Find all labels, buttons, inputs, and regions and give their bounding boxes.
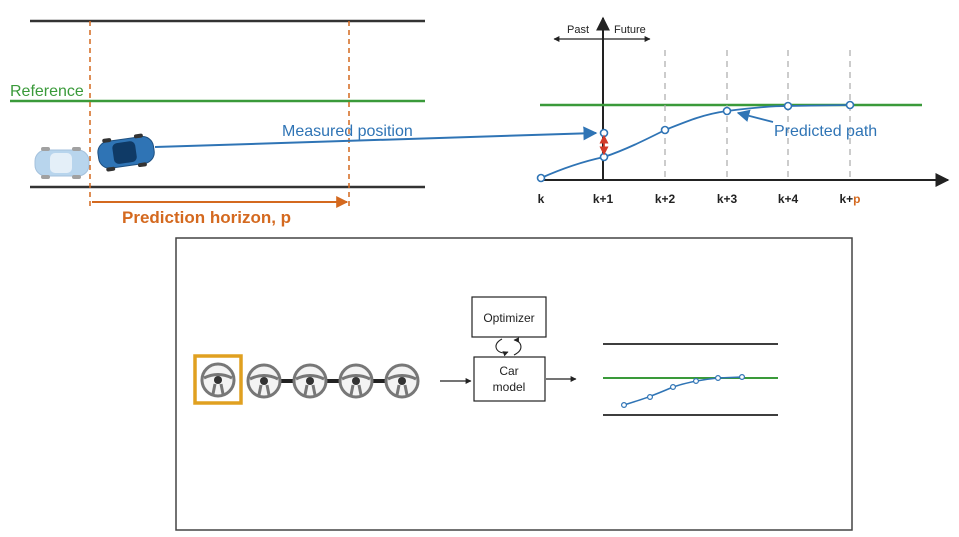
path-point-k2 xyxy=(660,125,670,135)
steering-wheel-icon xyxy=(384,363,420,399)
steering-wheel-icon xyxy=(292,363,328,399)
path-point-k xyxy=(536,173,546,183)
predicted-path-pointer xyxy=(736,109,774,123)
tick-label: k xyxy=(538,192,545,206)
steering-wheel-icon xyxy=(246,363,282,399)
predicted-path-curve xyxy=(540,104,851,179)
car-model-label-line1: Car xyxy=(499,364,518,378)
steering-wheel-icon xyxy=(200,362,236,398)
tick-label: k+3 xyxy=(717,192,738,206)
time-tick-labels: k k+1 k+2 k+3 k+4 k+p xyxy=(538,192,861,206)
mini-path-point xyxy=(692,378,699,385)
road-scene: Reference Prediction horizon, p Measured… xyxy=(10,19,598,227)
path-point-k4 xyxy=(783,101,793,111)
tick-label: k+2 xyxy=(655,192,676,206)
mini-road xyxy=(603,343,778,416)
predicted-path-label: Predicted path xyxy=(774,123,877,140)
tick-label: k+p xyxy=(839,192,860,206)
mini-path-point xyxy=(620,402,627,409)
path-point-k1 xyxy=(599,152,609,162)
optimizer-label: Optimizer xyxy=(483,311,534,325)
car-model-box xyxy=(473,356,546,402)
mini-path-point xyxy=(738,374,745,381)
current-car-icon xyxy=(97,133,155,172)
measured-point xyxy=(599,128,609,138)
current-step-highlight xyxy=(193,354,243,405)
prediction-plot: Past Future Predicted path k k+1 k+2 k+3… xyxy=(536,16,950,206)
previous-car-icon xyxy=(34,147,90,179)
mpc-panel: Optimizer Car model xyxy=(175,237,853,531)
steering-wheel-icon xyxy=(338,363,374,399)
feedback-arrow-up xyxy=(513,337,522,356)
reference-label: Reference xyxy=(10,83,84,100)
path-point-k3 xyxy=(722,106,732,116)
mini-path-point xyxy=(714,375,721,382)
horizon-label: Prediction horizon, p xyxy=(122,208,291,227)
past-label: Past xyxy=(567,24,589,36)
tick-label: k+4 xyxy=(778,192,799,206)
feedback-arrow-down xyxy=(495,338,509,357)
measured-position-arrow xyxy=(154,126,598,148)
future-label: Future xyxy=(614,24,646,36)
mini-path-point xyxy=(646,394,653,401)
path-point-kp xyxy=(845,100,855,110)
measured-position-label: Measured position xyxy=(282,123,413,140)
optimizer-box xyxy=(471,296,547,338)
steering-sequence xyxy=(193,354,420,405)
car-model-label-line2: model xyxy=(493,380,526,394)
mini-path-point xyxy=(669,384,676,391)
tick-label: k+1 xyxy=(593,192,614,206)
path-points xyxy=(536,100,855,183)
